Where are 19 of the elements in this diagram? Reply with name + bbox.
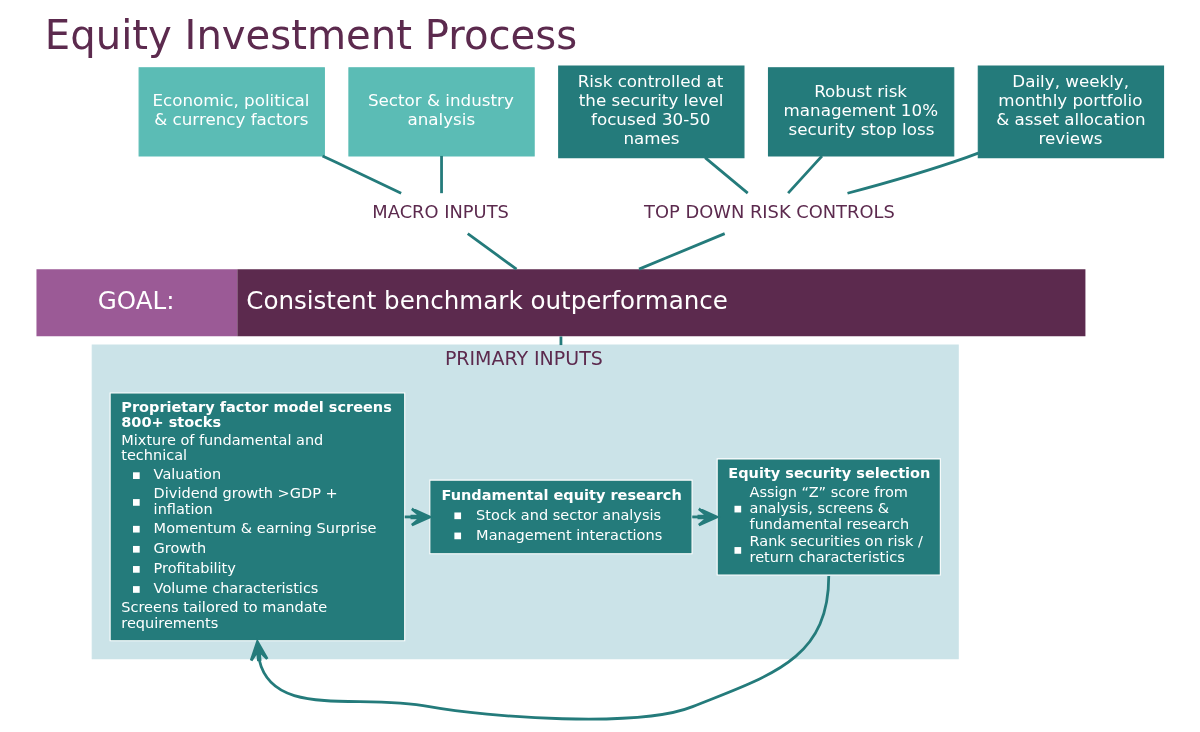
node-box: Equity security selection Assign “Z” score from analysis, screens & fundamental research Rank securities on risk / return characteristics bbox=[716, 458, 941, 576]
connector bbox=[787, 155, 824, 195]
node-box: Proprietary factor model screens 800+ stocks Mixture of fundamental and technical Valuation Dividend growth >GDP + inflation Momentum & earning Surprise Growth Profitability Volume characteristics Screens tailored to mandate requirements bbox=[109, 392, 406, 642]
node-box: Sector & industry analysis bbox=[348, 67, 535, 157]
node-box: Robust risk management 10% security stop loss bbox=[767, 67, 955, 157]
connector bbox=[466, 232, 518, 271]
connector bbox=[321, 154, 402, 195]
node-text: MACRO INPUTS bbox=[372, 200, 509, 222]
connector bbox=[638, 232, 726, 271]
connector bbox=[847, 151, 979, 195]
node-box: Economic, political & currency factors bbox=[138, 67, 325, 157]
node-box: Risk controlled at the security level focused 30-50 names bbox=[558, 65, 745, 159]
diagram-title: Equity Investment Process bbox=[44, 12, 578, 59]
connector bbox=[440, 155, 443, 194]
connector bbox=[704, 156, 749, 195]
node-text: TOP DOWN RISK CONTROLS bbox=[644, 200, 895, 222]
node-box: Fundamental equity research Stock and sector analysis Management interactions bbox=[429, 479, 693, 555]
arrow bbox=[249, 576, 831, 721]
node-box: Daily, weekly, monthly portfolio & asset allocation reviews bbox=[977, 65, 1165, 159]
